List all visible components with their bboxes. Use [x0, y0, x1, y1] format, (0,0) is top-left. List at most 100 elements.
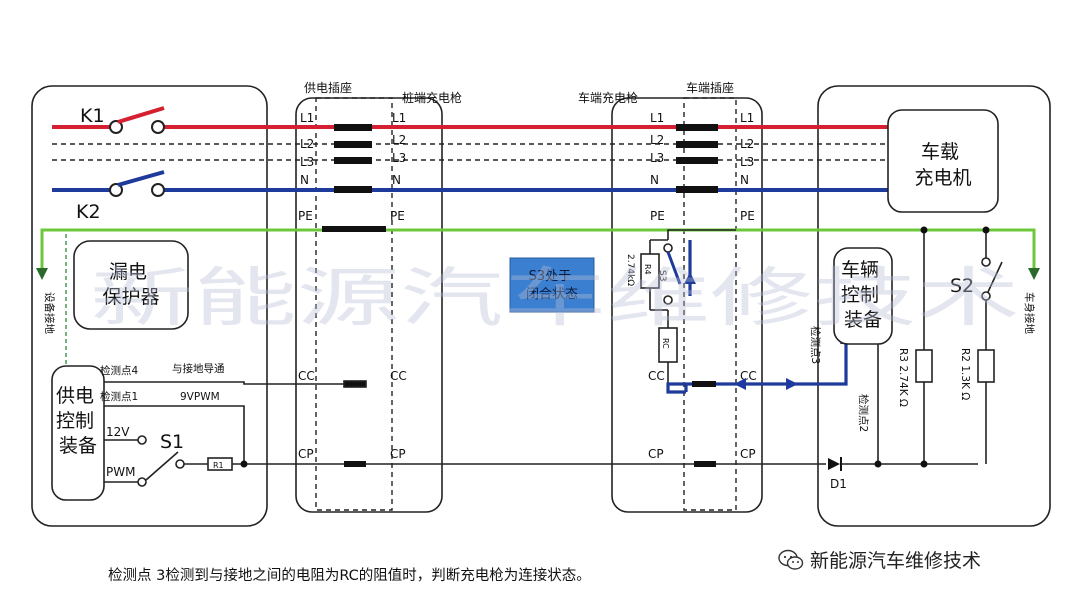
- vehicle-socket-dashed-frame: [683, 97, 737, 511]
- pin-n-d: N: [740, 173, 749, 187]
- r3-r2-network: [923, 230, 987, 464]
- s3-state-note-box: [509, 257, 595, 313]
- pin-pe-d: PE: [740, 209, 755, 223]
- leakage-protector-label: 漏电 保护器: [102, 261, 159, 308]
- s2-label: S2: [950, 275, 974, 297]
- leakage-protector-line: 保护器: [102, 286, 159, 308]
- k2-label: K2: [76, 201, 101, 223]
- cc-arrow-up-s3: [684, 272, 696, 284]
- pin-cc-b: CC: [390, 369, 407, 383]
- pin-pe-c: PE: [650, 209, 665, 223]
- k1-label: K1: [80, 105, 105, 127]
- junction-dot: [240, 460, 248, 468]
- pin-n-c: N: [650, 173, 659, 187]
- ground-conductor-label: 与接地导通: [172, 362, 225, 375]
- pin-l3-a: L3: [300, 155, 314, 169]
- detection-point-2-label: 检测点2: [857, 394, 870, 432]
- pe-line: [36, 228, 1040, 368]
- d1-diode: [828, 457, 842, 471]
- pin-n-b: N: [392, 173, 401, 187]
- s3-state-note: S3处于 闭合状态: [526, 269, 578, 302]
- pin-cp-b: CP: [390, 447, 406, 461]
- pin-l3-d: L3: [740, 155, 754, 169]
- r1-label: R1: [213, 461, 224, 470]
- vehicle-control-label: 车辆 控制 装备: [841, 259, 885, 331]
- vehicle-control-line: 装备: [844, 309, 882, 331]
- pin-l2-b: L2: [392, 133, 406, 147]
- supply-control-box: [51, 365, 105, 501]
- supply-equipment-enclosure: [31, 85, 268, 527]
- v12-label: 12V: [106, 425, 130, 439]
- pwm-source-label: PWM: [106, 465, 135, 479]
- pin-l2-d: L2: [740, 137, 754, 151]
- s3-state-note-line: 闭合状态: [526, 287, 578, 302]
- pin-l3-b: L3: [392, 151, 406, 165]
- pin-pe-b: PE: [390, 209, 405, 223]
- junction-dot: [920, 460, 928, 468]
- watermark-text: 新能源汽车维修技术: [90, 262, 1020, 336]
- pile-gun-header: 桩端充电枪: [402, 90, 462, 105]
- detection-point-4-label: 检测点4: [100, 364, 138, 377]
- s1-switch: [104, 435, 208, 487]
- vehicle-control-line: 车辆: [841, 259, 879, 281]
- r4-value-label: 2.74kΩ: [625, 254, 635, 286]
- cc-vehicle-pin: [692, 381, 716, 387]
- detection-point-3-label: 检测点3: [809, 326, 822, 364]
- pin-cp-c: CP: [648, 447, 664, 461]
- supply-socket-header: 供电插座: [304, 80, 352, 95]
- supply-control-line: 控制: [56, 410, 94, 432]
- junction-dot: [874, 460, 882, 468]
- pin-l1-b: L1: [392, 111, 406, 125]
- k1-switch: [109, 106, 165, 134]
- supply-control-line: 供电: [56, 385, 94, 407]
- pwm-9v-label: 9VPWM: [180, 391, 220, 403]
- s3-state-note-line: S3处于: [529, 269, 572, 284]
- d1-label: D1: [830, 477, 847, 491]
- r3-label: R3 2.74K Ω: [897, 348, 909, 407]
- vehicle-socket-header: 车端插座: [686, 80, 734, 95]
- cc-arrow-right: [786, 378, 798, 390]
- s1-label: S1: [160, 431, 184, 453]
- supply-socket-enclosure: [295, 97, 443, 513]
- pin-l3-c: L3: [650, 151, 664, 165]
- vehicle-enclosure: [817, 85, 1051, 527]
- vehicle-control-box: [833, 247, 893, 345]
- cp-pins: [344, 461, 716, 467]
- cc-arrow-left: [734, 378, 746, 390]
- s2-switch: [981, 257, 1003, 301]
- supply-control-label: 供电 控制 装备: [56, 385, 100, 457]
- pin-cp-d: CP: [740, 447, 756, 461]
- onboard-charger-box: [887, 109, 999, 213]
- leakage-protector-box: [73, 240, 189, 330]
- vehicle-gun-header: 车端充电枪: [578, 90, 638, 105]
- pin-cp-a: CP: [298, 447, 314, 461]
- onboard-charger-label: 车载 充电机: [914, 141, 971, 189]
- pin-n-a: N: [300, 173, 309, 187]
- pwm-detect-wire: [104, 405, 245, 464]
- caption: 检测点 3检测到与接地之间的电阻为RC的阻值时，判断充电枪为连接状态。: [108, 568, 591, 584]
- r2-label: R2 1.3K Ω: [959, 348, 971, 400]
- pin-l1-c: L1: [650, 111, 664, 125]
- cc-detect-path: [666, 240, 848, 394]
- junction-dot: [982, 226, 990, 234]
- pin-l2-a: L2: [300, 137, 314, 151]
- brand-tag: 新能源汽车维修技术: [778, 546, 981, 573]
- pin-pe-a: PE: [298, 209, 313, 223]
- brand-name: 新能源汽车维修技术: [810, 550, 982, 572]
- body-ground-label: 车身接地: [1023, 292, 1036, 334]
- onboard-charger-line: 充电机: [914, 167, 971, 189]
- k2-switch: [109, 170, 165, 197]
- rc-label: RC: [661, 338, 670, 349]
- onboard-charger-line: 车载: [921, 141, 959, 163]
- s3-label: S3: [657, 270, 667, 281]
- pin-l1-a: L1: [300, 111, 314, 125]
- leakage-protector-line: 漏电: [109, 261, 147, 283]
- pin-cc-a: CC: [298, 369, 315, 383]
- s3-switch: [663, 243, 682, 305]
- supply-control-line: 装备: [59, 435, 97, 457]
- wechat-icon: [778, 549, 804, 570]
- pile-gun-dashed-frame: [315, 97, 393, 511]
- junction-dot: [920, 226, 928, 234]
- r2-resistor: [977, 349, 995, 383]
